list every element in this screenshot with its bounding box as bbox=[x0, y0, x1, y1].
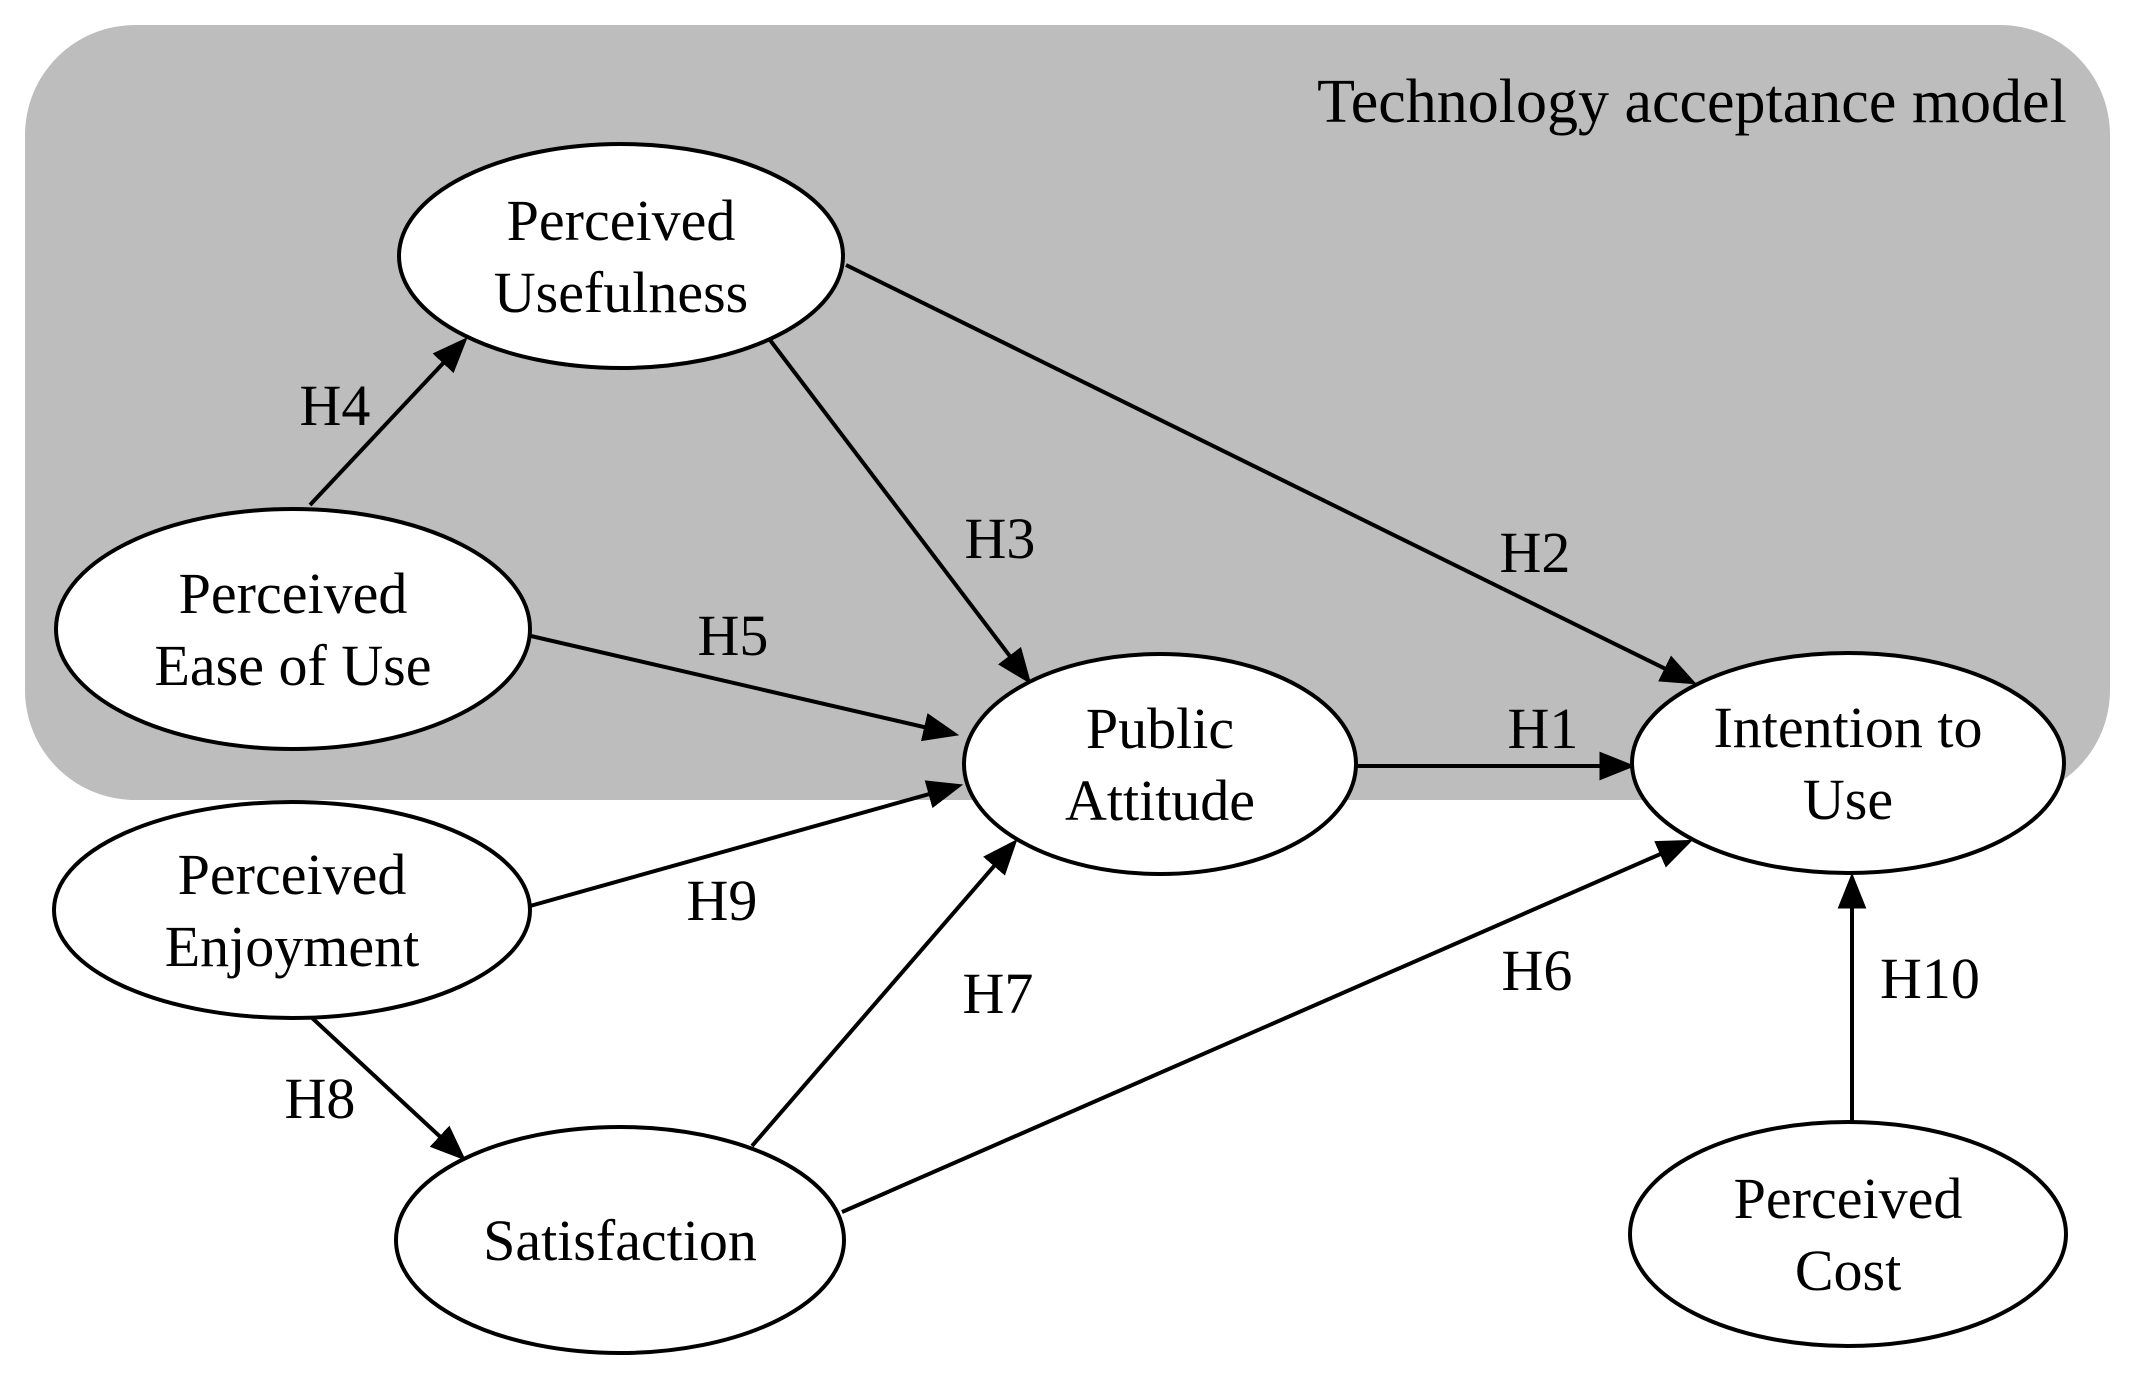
edge-h5: H5 bbox=[530, 603, 960, 742]
node-label: Perceived bbox=[507, 188, 736, 253]
edge-label-h9: H9 bbox=[687, 868, 758, 933]
edge-h1: H1 bbox=[1356, 696, 1636, 781]
node-perceived-enjoyment: Perceived Enjoyment bbox=[52, 800, 532, 1020]
edge-h3: H3 bbox=[768, 338, 1036, 685]
edge-h9: H9 bbox=[529, 780, 964, 933]
edge-label-h8: H8 bbox=[285, 1066, 356, 1131]
edge-label-h6: H6 bbox=[1502, 938, 1573, 1003]
edge-label-h3: H3 bbox=[965, 506, 1036, 571]
node-label: Intention to bbox=[1713, 695, 1982, 760]
node-public-attitude: Public Attitude bbox=[962, 652, 1358, 876]
edge-h8: H8 bbox=[285, 1014, 466, 1161]
node-label: Usefulness bbox=[494, 260, 749, 325]
edge-label-h4: H4 bbox=[300, 373, 371, 438]
node-label: Perceived bbox=[178, 842, 407, 907]
node-perceived-ease-of-use: Perceived Ease of Use bbox=[54, 507, 532, 751]
edge-h10: H10 bbox=[1837, 872, 1980, 1122]
node-label: Perceived bbox=[1734, 1166, 1963, 1231]
edge-label-h7: H7 bbox=[963, 961, 1034, 1026]
node-label: Public bbox=[1086, 696, 1234, 761]
edge-label-h2: H2 bbox=[1500, 520, 1571, 585]
node-label: Attitude bbox=[1065, 768, 1255, 833]
node-perceived-usefulness: Perceived Usefulness bbox=[397, 142, 845, 370]
edge-label-h10: H10 bbox=[1880, 946, 1980, 1011]
edge-h6: H6 bbox=[841, 839, 1693, 1214]
tam-region-title: Technology acceptance model bbox=[1317, 68, 2067, 136]
node-label: Enjoyment bbox=[165, 914, 420, 979]
node-label: Cost bbox=[1795, 1238, 1901, 1303]
node-intention-to-use: Intention to Use bbox=[1630, 651, 2066, 875]
node-label: Ease of Use bbox=[154, 633, 431, 698]
node-label: Satisfaction bbox=[483, 1208, 757, 1273]
edge-h4: H4 bbox=[300, 337, 468, 507]
node-perceived-cost: Perceived Cost bbox=[1628, 1120, 2068, 1348]
node-label: Use bbox=[1803, 767, 1893, 832]
edge-label-h5: H5 bbox=[698, 603, 769, 668]
node-label: Perceived bbox=[179, 561, 408, 626]
edge-h2: H2 bbox=[845, 263, 1697, 685]
node-satisfaction: Satisfaction bbox=[394, 1125, 846, 1355]
edge-label-h1: H1 bbox=[1508, 696, 1579, 761]
edge-h7: H7 bbox=[750, 838, 1034, 1148]
